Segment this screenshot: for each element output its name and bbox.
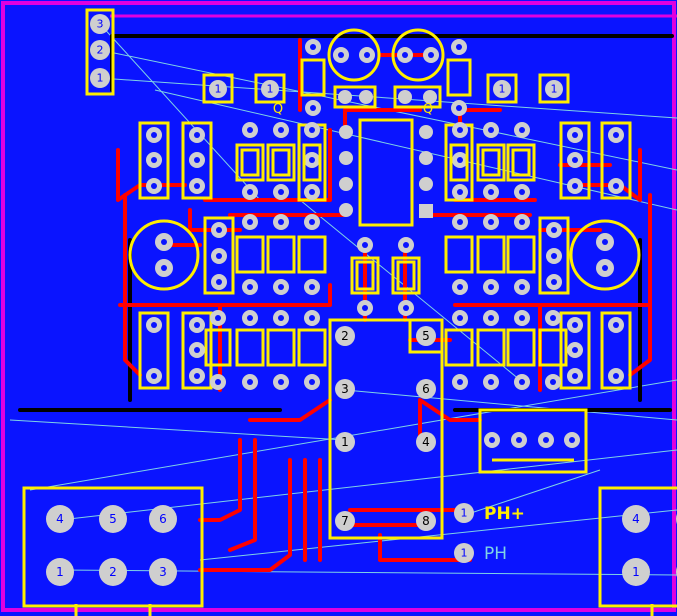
pads <box>146 39 624 448</box>
header-pin-1-label: 1 <box>97 72 104 85</box>
ic-pin-5-label: 5 <box>422 329 430 343</box>
ph-terminals: 1 PH+ 1 PH <box>454 503 525 564</box>
test-pad-1-label: 1 <box>215 83 222 96</box>
ic-pin-1-label: 1 <box>341 435 349 449</box>
ph-minus-text: PH <box>484 544 507 564</box>
test-pad-3-label: 1 <box>499 83 506 96</box>
header-pin-3-label: 3 <box>97 18 104 31</box>
connector-right: 4 5 1 2 <box>622 505 677 586</box>
conn-left-pin-6-label: 6 <box>159 512 167 526</box>
conn-left-pin-4-label: 4 <box>56 512 64 526</box>
component-bodies <box>240 143 531 291</box>
ic-pin-3-label: 3 <box>341 382 349 396</box>
main-ic: 2 5 3 6 1 4 7 8 <box>335 326 436 531</box>
connector-left: 4 5 6 1 2 3 <box>46 505 177 586</box>
header-pin-2-label: 2 <box>97 44 104 57</box>
bottom-traces <box>18 34 674 412</box>
conn-left-pin-5-label: 5 <box>109 512 117 526</box>
ic-pin-6-label: 6 <box>422 382 430 396</box>
test-pad-2-label: 1 <box>267 83 274 96</box>
ic-pin-8-label: 8 <box>422 514 430 528</box>
ph-plus-text: PH+ <box>484 504 525 524</box>
conn-right-pin-4-label: 4 <box>632 512 640 526</box>
transistor-q1-label: Q <box>273 102 283 117</box>
conn-left-pin-3-label: 3 <box>159 565 167 579</box>
ic-pin-7-label: 7 <box>341 514 349 528</box>
ph-plus-pad-label: 1 <box>461 507 468 520</box>
header-connector: 3 2 1 <box>90 14 110 88</box>
silkscreen <box>22 8 677 616</box>
conn-left-pin-2-label: 2 <box>109 565 117 579</box>
conn-left-pin-1-label: 1 <box>56 565 64 579</box>
ph-minus-pad-label: 1 <box>461 547 468 560</box>
transistor-q2-label: Q <box>423 102 433 117</box>
ic-pin-2-label: 2 <box>341 329 349 343</box>
test-pad-4-label: 1 <box>551 83 558 96</box>
conn-right-pin-1-label: 1 <box>632 565 640 579</box>
ic-pin-4-label: 4 <box>422 435 430 449</box>
test-pads: 1 1 1 1 <box>209 80 563 98</box>
